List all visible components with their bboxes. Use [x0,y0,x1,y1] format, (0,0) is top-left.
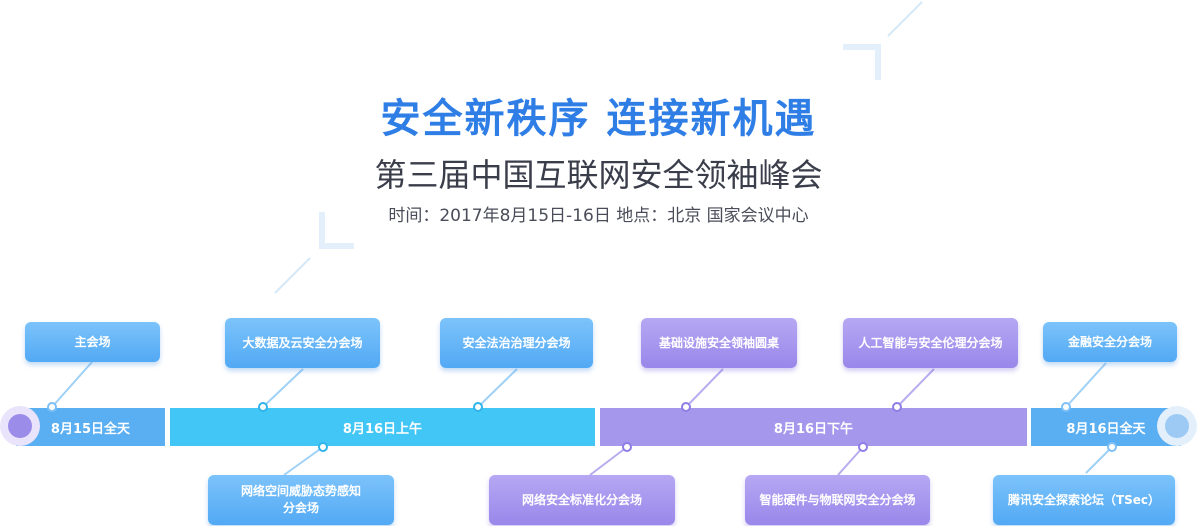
segment-label: 8月16日上午 [342,421,423,437]
venue-label: 智能硬件与物联网安全分会场 [759,492,916,507]
venue-main[interactable]: 主会场 [25,322,160,362]
venue-label: 安全法治治理分会场 [462,335,571,350]
venue-label-line2: 分会场 [282,501,319,515]
headline: 安全新秩序 连接新机遇 [380,96,817,142]
venue-label-line1: 网络空间威胁态势感知 [240,484,361,498]
segment-aug16-afternoon: 8月16日下午 [600,408,1027,446]
venue-label: 大数据及云安全分会场 [242,335,363,350]
venue-label: 人工智能与安全伦理分会场 [858,335,1003,350]
venue-iot-security[interactable]: 智能硬件与物联网安全分会场 [745,475,930,525]
venue-ai-ethics[interactable]: 人工智能与安全伦理分会场 [843,318,1018,368]
venue-label: 网络安全标准化分会场 [521,492,642,507]
venue-bigdata-cloud[interactable]: 大数据及云安全分会场 [225,318,380,368]
summit-title: 第三届中国互联网安全领袖峰会 [374,156,823,194]
venue-label: 金融安全分会场 [1067,334,1152,349]
timeline-end-dot-inner [1165,414,1189,438]
event-info: 时间：2017年8月15日-16日 地点：北京 国家会议中心 [388,206,809,226]
segment-label: 8月15日全天 [50,421,131,437]
segment-aug16-morning: 8月16日上午 [170,408,595,446]
segment-label: 8月16日全天 [1066,421,1146,437]
venue-infrastructure-roundtable[interactable]: 基础设施安全领袖圆桌 [641,318,797,368]
venue-label: 腾讯安全探索论坛（TSec） [1007,492,1161,507]
venue-tsec-forum[interactable]: 腾讯安全探索论坛（TSec） [993,475,1175,525]
venue-label: 主会场 [74,334,111,349]
venue-threat-awareness[interactable]: 网络空间威胁态势感知 分会场 [208,475,394,525]
venue-label: 基础设施安全领袖圆桌 [658,335,779,350]
timeline-start-dot-inner [8,414,32,438]
segment-aug15-all-day: 8月15日全天 [16,408,165,446]
segment-aug16-all-day: 8月16日全天 [1031,408,1181,446]
venue-finance[interactable]: 金融安全分会场 [1043,322,1177,362]
venue-rule-of-law[interactable]: 安全法治治理分会场 [440,318,593,368]
venue-standardization[interactable]: 网络安全标准化分会场 [489,475,675,525]
segment-label: 8月16日下午 [773,421,854,437]
